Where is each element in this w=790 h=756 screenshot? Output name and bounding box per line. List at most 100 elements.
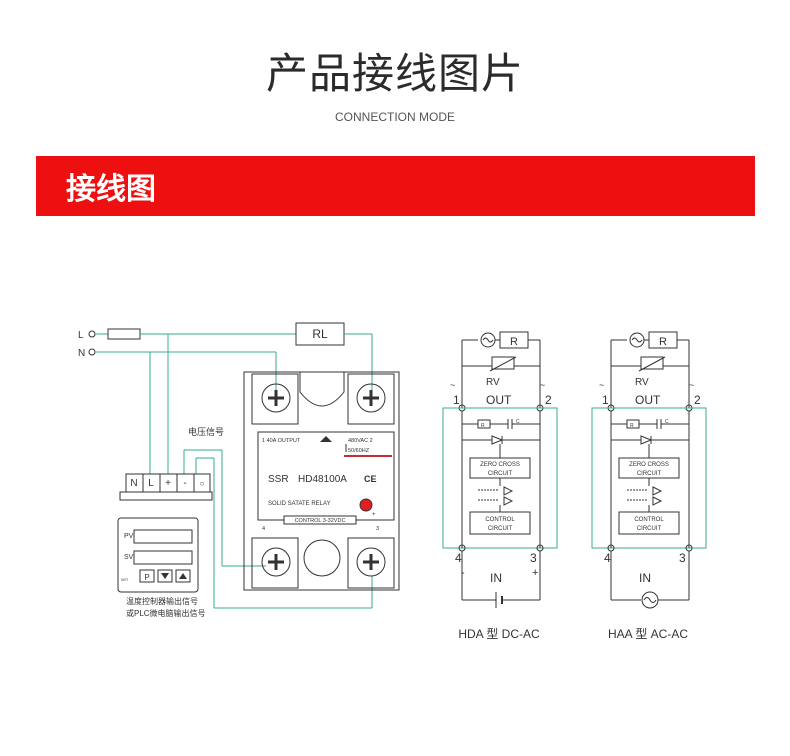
schematic-1-rv: RV (486, 377, 500, 388)
chevron-down-icon (161, 573, 169, 579)
controller-terminal-minus: - (183, 478, 186, 489)
controller-pv-label: PV (124, 533, 134, 540)
relay-terminal-4 (251, 537, 299, 589)
schematic-2-caption: HAA 型 AC-AC (608, 627, 688, 641)
relay-terminal-1 (251, 373, 299, 425)
controller-caption-2: 或PLC微电脑输出信号 (126, 608, 206, 618)
controller-terminal-n: N (130, 478, 137, 489)
controller-up-button (175, 569, 191, 583)
schematic-1-out: OUT (486, 393, 512, 407)
relay-output-label: 1 40A OUTPUT (262, 438, 301, 444)
wiring-panel: L N RL 电压信号 N (78, 322, 400, 618)
triac-icon (640, 435, 653, 445)
schematic-1-pin2: 2 (545, 393, 552, 407)
schematic-2-in: IN (639, 571, 651, 585)
screw-icon (261, 383, 291, 413)
controller-sv-display (133, 550, 193, 565)
relay-pin3-label: 3 (376, 526, 379, 532)
schematic-2-module-box (591, 407, 707, 549)
ce-mark-icon: CE (364, 474, 377, 484)
load-rl-label: RL (312, 327, 328, 341)
relay-desc-label: SOLID SATATE RELAY (268, 501, 331, 507)
relay-plus-label: + (372, 512, 376, 518)
schematic-2-pin4: 4 (604, 551, 611, 565)
schematic-1-pin3: 3 (530, 551, 537, 565)
terminal-l-label: L (78, 330, 84, 341)
optocoupler-icon (503, 486, 514, 506)
schematic-1-pin4: 4 (455, 551, 462, 565)
schematic-1-zero-2: CIRCUIT (488, 471, 513, 477)
svg-text:R: R (630, 423, 634, 429)
schematic-1-plus: + (532, 567, 538, 579)
schematic-1-r: R (510, 336, 518, 348)
warning-triangle-icon (320, 436, 332, 442)
svg-text:~: ~ (689, 380, 694, 390)
schematic-1-ctrl-1: CONTROL (485, 517, 515, 523)
fuse (107, 328, 141, 340)
schematic-1-ctrl-2: CIRCUIT (488, 526, 513, 532)
optocoupler-icon (652, 486, 663, 506)
page-subtitle: CONNECTION MODE (335, 110, 455, 124)
schematic-1-minus: - (461, 567, 465, 579)
temperature-controller (117, 517, 199, 593)
controller-terminal-nc: ○ (200, 479, 205, 488)
screw-icon (356, 547, 386, 577)
relay-pin4-label: 4 (262, 526, 265, 532)
schematic-haa: R RV 1 OUT 2 ~ ~ R C ZERO CROSS CIR (591, 331, 707, 641)
schematic-2-pin3: 3 (679, 551, 686, 565)
relay-model-label: HD48100A (298, 474, 347, 485)
schematic-2-zero-2: CIRCUIT (637, 471, 662, 477)
controller-terminal-l: L (148, 478, 154, 489)
schematic-1-caption: HDA 型 DC-AC (458, 627, 540, 641)
banner-label: 接线图 (66, 172, 156, 207)
page-title: 产品接线图片 (265, 49, 524, 98)
schematic-2-out: OUT (635, 393, 661, 407)
screw-icon (261, 547, 291, 577)
controller-sv-label: SV (124, 554, 134, 561)
relay-voltage-label: 480VAC 2 (348, 438, 373, 444)
schematic-1-in: IN (490, 571, 502, 585)
relay-terminal-2 (347, 373, 395, 425)
schematic-2-r: R (659, 336, 667, 348)
svg-text:~: ~ (599, 380, 604, 390)
schematic-hda: R RV 1 OUT 2 ~ ~ R C (442, 331, 558, 641)
terminal-n-label: N (78, 348, 85, 359)
solid-state-relay (243, 371, 400, 591)
svg-text:R: R (481, 423, 485, 429)
svg-text:C: C (665, 419, 669, 425)
relay-control-box (283, 515, 357, 525)
schematic-2-ctrl-2: CIRCUIT (637, 526, 662, 532)
controller-set-button (139, 569, 155, 583)
relay-control-label: CONTROL 3-32VDC (295, 518, 346, 524)
relay-freq-label: 50/60HZ (348, 448, 370, 454)
screw-icon (356, 383, 386, 413)
schematic-2-zero-1: ZERO CROSS (629, 462, 669, 468)
svg-text:~: ~ (450, 380, 455, 390)
schematic-2-rv: RV (635, 377, 649, 388)
controller-terminal-plus: + (165, 478, 171, 489)
schematic-2-pin2: 2 (694, 393, 701, 407)
chevron-up-icon (179, 573, 187, 579)
relay-indicator-led (359, 498, 373, 512)
controller-corner-label: W/T (121, 577, 129, 582)
relay-mount-hole (303, 539, 341, 577)
controller-down-button (157, 569, 173, 583)
svg-text:P: P (144, 573, 149, 582)
controller-collar (119, 491, 213, 501)
terminal-n (88, 348, 96, 356)
relay-terminal-3 (347, 537, 395, 589)
schematic-1-pin1: 1 (453, 393, 460, 407)
svg-text:C: C (516, 419, 520, 425)
controller-pv-display (133, 529, 193, 544)
section-banner: 接线图 (36, 156, 755, 216)
triac-icon (491, 435, 504, 445)
schematic-2-pin1: 1 (602, 393, 609, 407)
schematic-1-zero-1: ZERO CROSS (480, 462, 520, 468)
svg-text:~: ~ (540, 380, 545, 390)
terminal-l (88, 330, 96, 338)
signal-label: 电压信号 (188, 426, 224, 437)
relay-top-notch (299, 372, 345, 407)
schematic-2-ctrl-1: CONTROL (634, 517, 664, 523)
schematic-1-module-box (442, 407, 558, 549)
